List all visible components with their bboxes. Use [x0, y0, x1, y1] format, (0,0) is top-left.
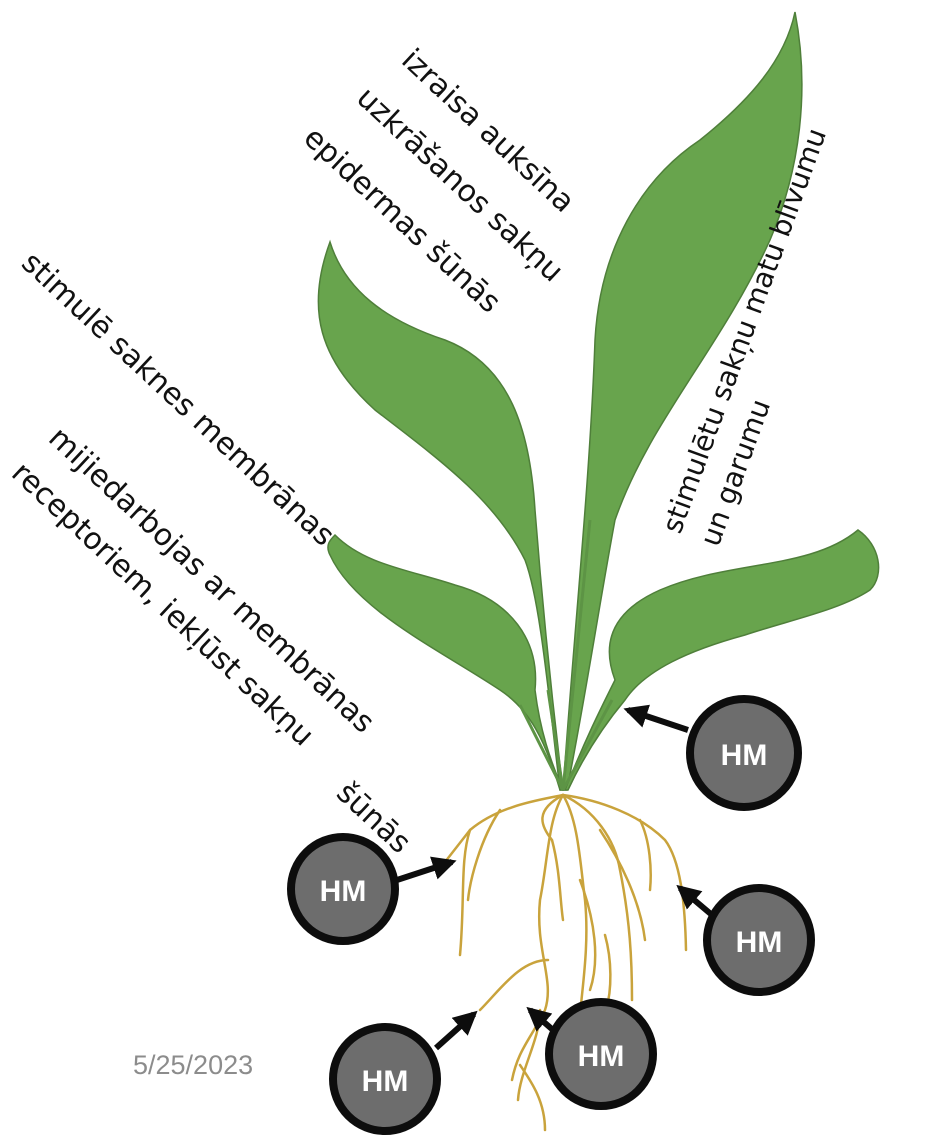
hm-label: HM [721, 739, 768, 772]
label-receptor-line-1: mijiedarbojas ar membrānas [42, 420, 382, 740]
hm-label: HM [578, 1040, 625, 1073]
hm-badge-stem-right: HM [690, 699, 798, 807]
hm-badge-root-right: HM [707, 888, 811, 992]
arrow-stem-right [628, 710, 688, 730]
hm-badge-root-bottom-left: HM [333, 1027, 437, 1131]
arrow-root-bottom-left [436, 1014, 474, 1048]
leaf-lower-left [328, 535, 563, 790]
arrow-root-left [397, 862, 452, 880]
arrow-root-bottom-middle [530, 1010, 553, 1030]
hm-badge-root-bottom-middle: HM [549, 1002, 653, 1106]
leaf-tall-right [563, 12, 802, 790]
hm-label: HM [362, 1065, 409, 1098]
hm-label: HM [320, 875, 367, 908]
hm-badge-root-left: HM [291, 837, 395, 941]
arrows [397, 710, 712, 1048]
hm-label: HM [736, 926, 783, 959]
slide-date: 5/25/2023 [133, 1050, 253, 1081]
